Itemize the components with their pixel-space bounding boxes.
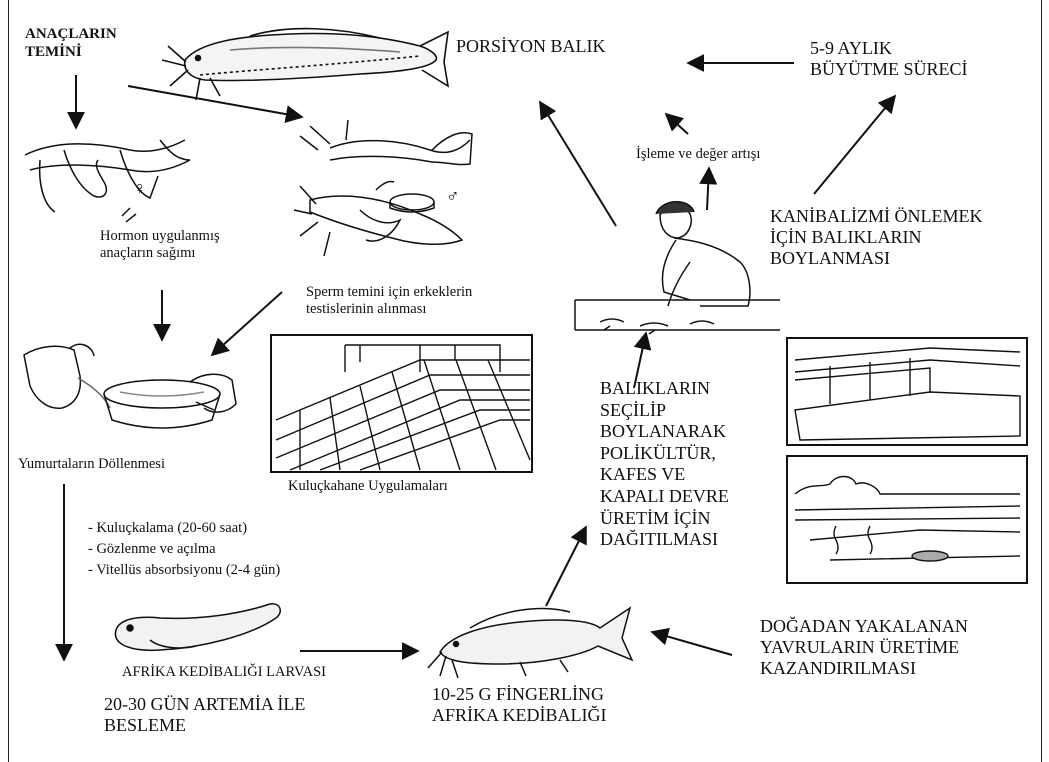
fingerling-label: 10-25 G FİNGERLİNG AFRİKA KEDİBALIĞI [432, 684, 607, 726]
arrow-worker-to-portion [540, 102, 616, 226]
female-symbol: ♀ [133, 178, 147, 199]
worker-grading-illustration [575, 202, 780, 334]
raceway-illustration [787, 338, 1027, 445]
distribution-label: BALIKLARIN SEÇİLİP BOYLANARAK POLİKÜLTÜR… [600, 378, 729, 551]
processing-label: İşleme ve değer artışı [636, 146, 760, 163]
stripping-illustration [25, 140, 190, 222]
portion-fish-label: PORSİYON BALIK [456, 36, 606, 57]
wild-fry-label: DOĞADAN YAKALANAN YAVRULARIN ÜRETİME KAZ… [760, 616, 968, 680]
hatchery-troughs-illustration [271, 335, 532, 472]
larva-illustration [115, 604, 280, 651]
broodstock-label: ANAÇLARIN TEMİNİ [25, 26, 117, 61]
stripping-label: Hormon uygulanmış anaçların sağımı [100, 228, 220, 262]
pond-illustration [787, 456, 1027, 583]
arrow-fingerling-to-distribution [546, 527, 586, 606]
arrow-grading-to-growout [814, 96, 895, 194]
hatchery-label: Kuluçkahane Uygulamaları [288, 478, 448, 495]
catfish-broodstock-illustration [162, 29, 448, 100]
grading-label: KANİBALİZMİ ÖNLEMEK İÇİN BALIKLARIN BOYL… [770, 206, 982, 270]
artemia-label: 20-30 GÜN ARTEMİA İLE BESLEME [104, 694, 305, 736]
sperm-label: Sperm temini için erkeklerin testislerin… [306, 284, 472, 318]
male-symbol: ♂ [446, 186, 460, 207]
arrow-worker-to-processing [707, 168, 709, 210]
arrow-processing-to-portion [666, 114, 688, 134]
fertilization-label: Yumurtaların Döllenmesi [18, 456, 165, 473]
larva-label: AFRİKA KEDİBALIĞI LARVASI [122, 664, 326, 681]
fingerling-illustration [428, 608, 632, 678]
growout-label: 5-9 AYLIK BÜYÜTME SÜRECİ [810, 38, 968, 80]
incubation-steps: - Kuluçkalama (20-60 saat) - Gözlenme ve… [88, 518, 280, 581]
arrow-broodstock-to-male [128, 86, 302, 117]
arrow-wildfry-to-fingerling [652, 632, 732, 655]
fertilization-illustration [24, 344, 236, 428]
